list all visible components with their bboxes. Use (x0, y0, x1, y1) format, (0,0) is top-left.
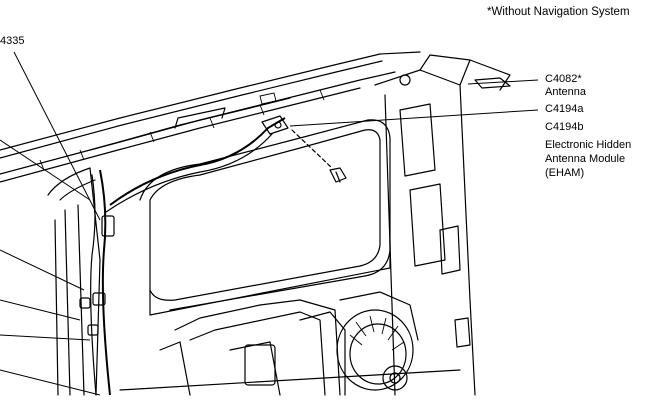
callout-antenna: Antenna (545, 86, 586, 98)
eham-module (261, 115, 289, 135)
callout-eham-line2: Antenna Module (545, 153, 626, 165)
mounting-screw (291, 129, 347, 183)
blower-housing (149, 239, 391, 396)
header-panel (89, 92, 291, 151)
callout-eham-line1: Electronic Hidden (545, 139, 632, 151)
wire-harness (79, 169, 115, 396)
callout-4335: 4335 (0, 35, 25, 47)
a-pillar (47, 167, 101, 396)
blower-motor (336, 291, 419, 391)
b-pillar (374, 54, 511, 396)
callout-c4194b: C4194b (545, 121, 584, 133)
note-text: *Without Navigation System (487, 6, 630, 18)
callout-c4194a: C4194a (545, 103, 584, 115)
antenna-cable (105, 117, 286, 213)
floor-edge (119, 369, 461, 391)
window-opening (139, 119, 391, 311)
leader-lines (0, 51, 539, 396)
callout-c4082: C4082* (545, 73, 582, 85)
callout-eham-line3: (EHAM) (545, 167, 585, 179)
